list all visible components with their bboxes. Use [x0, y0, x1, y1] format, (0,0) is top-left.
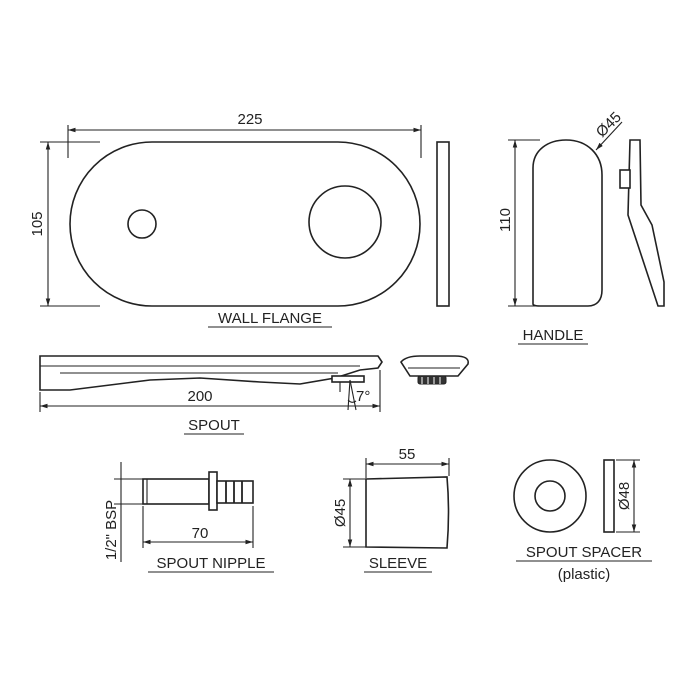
wall-flange-width-dim: 225 [237, 111, 262, 128]
wall-flange-caption: WALL FLANGE [218, 310, 322, 327]
spout-nipple-length-dim: 70 [192, 525, 209, 542]
spout-spacer-caption: SPOUT SPACER [526, 544, 642, 561]
wall-flange-large-hole [308, 185, 382, 259]
spout-spacer-diameter-dim: Ø48 [616, 482, 633, 510]
handle-side-profile [627, 139, 665, 307]
sleeve-body [365, 476, 450, 549]
spout-aerator-insert [417, 375, 447, 385]
spout-spacer-inner [534, 480, 566, 512]
spout-nipple-group: 1/2" BSP 70 SPOUT NIPPLE [103, 462, 274, 573]
handle-diameter-dim: Ø45 [593, 109, 625, 141]
sleeve-diameter-dim: Ø45 [332, 499, 349, 527]
sleeve-width-dim: 55 [399, 446, 416, 463]
spout-nipple-barb [216, 480, 254, 504]
spout-nipple-collar [208, 471, 218, 511]
spout-nipple-thread-dim: 1/2" BSP [103, 500, 120, 560]
wall-flange-side-profile [436, 141, 450, 307]
wall-flange-group: 225 105 WALL FLANGE [29, 111, 450, 328]
spout-spacer-group: Ø48 SPOUT SPACER (plastic) [513, 459, 652, 583]
spout-caption: SPOUT [188, 417, 240, 434]
handle-caption: HANDLE [523, 327, 584, 344]
spout-nozzle [331, 375, 365, 383]
spout-angle-dim: 7° [356, 388, 370, 405]
wall-flange-small-hole [127, 209, 157, 239]
sleeve-caption: SLEEVE [369, 555, 427, 572]
handle-group: Ø45 110 HANDLE [497, 109, 665, 345]
spout-spacer-side-profile [603, 459, 615, 533]
spout-length-dim: 200 [187, 388, 212, 405]
spout-nipple-thread [142, 478, 210, 505]
spout-nipple-caption: SPOUT NIPPLE [157, 555, 266, 572]
spout-aerator [400, 355, 470, 377]
handle-front-view [532, 139, 603, 307]
spout-group: 7° 200 SPOUT [39, 355, 470, 435]
wall-flange-height-dim: 105 [29, 211, 46, 236]
handle-height-dim: 110 [497, 208, 514, 232]
sleeve-group: 55 Ø45 SLEEVE [332, 446, 450, 573]
spout-spacer-note: (plastic) [558, 566, 611, 583]
handle-diameter-leader [595, 121, 623, 151]
handle-side-stub [619, 169, 631, 189]
wall-flange-plate [69, 141, 421, 307]
